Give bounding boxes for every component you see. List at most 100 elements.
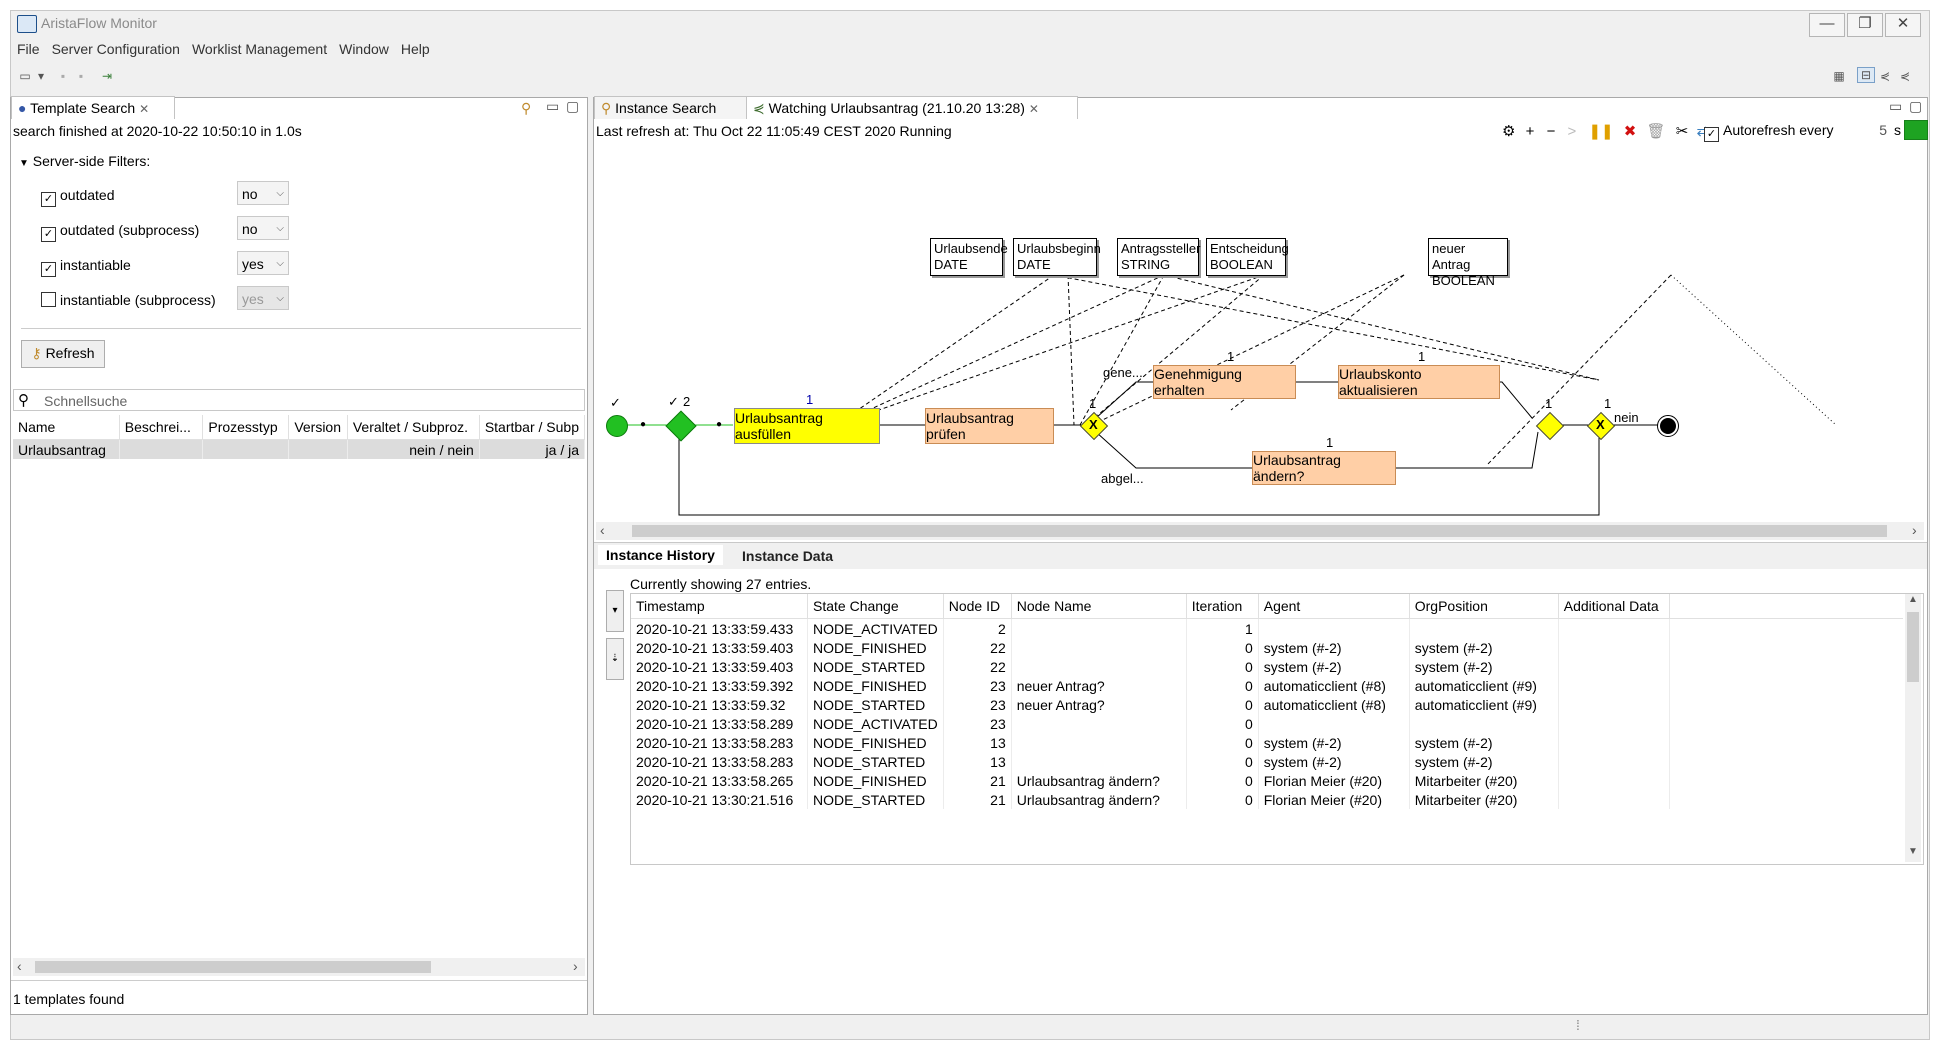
tab-watching[interactable]: ⋞ Watching Urlaubsantrag (21.10.20 13:28…	[746, 96, 1078, 119]
col-state-change[interactable]: State Change	[807, 594, 944, 619]
col-additional-data[interactable]: Additional Data	[1558, 594, 1670, 619]
scroll-left-icon[interactable]: ‹	[600, 522, 605, 538]
node-urlaubskonto-aktualisieren[interactable]: Urlaubskonto aktualisieren	[1338, 365, 1500, 399]
process-diagram[interactable]: ✓ ● ✓ 2 ● Urlaubsantrag ausfüllen 1 Urla…	[596, 150, 1924, 540]
col-name[interactable]: Name	[13, 415, 120, 440]
vertical-scrollbar[interactable]: ▲ ▼	[1905, 594, 1921, 862]
tab-instance-history[interactable]: Instance History	[598, 545, 723, 565]
col-startable[interactable]: Startbar / Subp	[479, 415, 585, 440]
diagram-horizontal-scrollbar[interactable]: ‹ ›	[596, 522, 1924, 540]
end-event[interactable]	[1657, 415, 1679, 437]
refresh-button[interactable]: ⚷ Refresh	[21, 340, 105, 368]
minimize-view-icon[interactable]: ▭	[1889, 98, 1903, 114]
filter-instantiable-select[interactable]: yes⌵	[237, 251, 289, 275]
maximize-view-icon[interactable]: ▢	[1909, 98, 1923, 114]
play-icon[interactable]: >	[1567, 123, 1577, 140]
autorefresh-interval-input[interactable]: 5	[1879, 122, 1887, 138]
table-row[interactable]: Urlaubsantrag nein / nein ja / ja	[13, 439, 585, 459]
horizontal-scrollbar[interactable]: ‹ ›	[13, 958, 585, 976]
close-tab-icon[interactable]: ✕	[139, 102, 150, 116]
perspective-process-icon[interactable]: ⋞	[1879, 69, 1891, 83]
start-event[interactable]	[606, 415, 628, 437]
checkbox-icon[interactable]	[41, 292, 56, 307]
tools-icon[interactable]: ✂	[1675, 123, 1689, 140]
pin-icon[interactable]: ⚲	[521, 100, 532, 116]
filters-toggle[interactable]: ▼ Server-side Filters:	[19, 153, 151, 169]
scroll-up-icon[interactable]: ▲	[1908, 594, 1918, 605]
maximize-view-icon[interactable]: ▢	[566, 98, 580, 114]
col-description[interactable]: Beschrei...	[119, 415, 204, 440]
col-node-name[interactable]: Node Name	[1011, 594, 1187, 619]
node-urlaubsantrag-ausfuellen[interactable]: Urlaubsantrag ausfüllen	[734, 408, 880, 444]
filter-instantiable[interactable]: ✓instantiable	[41, 257, 131, 277]
print-icon[interactable]: ▪	[78, 69, 84, 83]
col-process-type[interactable]: Prozesstyp	[202, 415, 290, 440]
col-outdated[interactable]: Veraltet / Subproz.	[347, 415, 480, 440]
perspective-open-icon[interactable]: ▦	[1833, 69, 1845, 83]
col-timestamp[interactable]: Timestamp	[631, 594, 808, 619]
node-urlaubsantrag-aendern[interactable]: Urlaubsantrag ändern?	[1252, 451, 1396, 485]
col-version[interactable]: Version	[288, 415, 348, 440]
dropdown-icon[interactable]: ▾	[37, 69, 45, 83]
filter-outdated[interactable]: ✓outdated	[41, 187, 115, 207]
node-genehmigung-erhalten[interactable]: Genehmigung erhalten	[1153, 365, 1296, 399]
tab-template-search[interactable]: ● Template Search ✕	[11, 96, 175, 119]
pause-icon[interactable]: ❚❚	[1588, 123, 1614, 140]
filter-instantiable-subprocess[interactable]: instantiable (subprocess)	[41, 292, 216, 308]
delete-icon[interactable]: 🗑	[1646, 123, 1666, 140]
close-button[interactable]: ✕	[1885, 13, 1921, 37]
col-agent[interactable]: Agent	[1258, 594, 1410, 619]
zoom-out-icon[interactable]: −	[1546, 123, 1556, 140]
scroll-thumb[interactable]	[632, 525, 1887, 537]
abort-icon[interactable]: ✖	[1623, 123, 1637, 140]
checkbox-icon[interactable]: ✓	[41, 192, 56, 207]
menu-worklist-management[interactable]: Worklist Management	[191, 41, 328, 57]
perspective-monitor-icon[interactable]: ⊟	[1857, 67, 1875, 83]
menu-file[interactable]: File	[17, 41, 40, 57]
minimize-button[interactable]: —	[1809, 13, 1845, 37]
expand-down-button[interactable]: ▾	[606, 590, 624, 632]
run-icon[interactable]: ⇥	[101, 69, 113, 83]
minimize-view-icon[interactable]: ▭	[546, 98, 560, 114]
quick-search-box[interactable]: ⚲ Schnellsuche	[13, 389, 585, 411]
quick-search-input[interactable]: Schnellsuche	[44, 393, 128, 409]
collapse-down-button[interactable]: ⇣	[606, 638, 624, 680]
menu-window[interactable]: Window	[339, 41, 389, 57]
col-org-position[interactable]: OrgPosition	[1409, 594, 1559, 619]
autorefresh-toggle[interactable]: ✓Autorefresh every	[1704, 122, 1834, 142]
checkbox-icon[interactable]: ✓	[41, 227, 56, 242]
checkbox-icon[interactable]: ✓	[1704, 127, 1719, 142]
filter-outdated-select[interactable]: no⌵	[237, 181, 289, 205]
filter-outdated-subprocess-select[interactable]: no⌵	[237, 216, 289, 240]
close-tab-icon[interactable]: ✕	[1028, 102, 1039, 116]
checkbox-icon[interactable]: ✓	[41, 262, 56, 277]
gear-icon[interactable]: ⚙	[1502, 123, 1516, 140]
zoom-in-icon[interactable]: +	[1525, 123, 1535, 140]
perspective-model-icon[interactable]: ⋞	[1899, 69, 1911, 83]
col-iteration[interactable]: Iteration	[1186, 594, 1259, 619]
tab-instance-search[interactable]: ⚲ Instance Search	[594, 96, 754, 119]
scroll-right-icon[interactable]: ›	[1912, 522, 1917, 538]
scroll-thumb[interactable]	[1907, 612, 1919, 682]
col-node-id[interactable]: Node ID	[943, 594, 1012, 619]
new-icon[interactable]: ▭	[19, 69, 31, 83]
restore-button[interactable]: ❐	[1847, 13, 1883, 37]
scroll-right-icon[interactable]: ›	[573, 958, 578, 974]
filter-outdated-subprocess[interactable]: ✓outdated (subprocess)	[41, 222, 199, 242]
scroll-left-icon[interactable]: ‹	[17, 958, 22, 974]
